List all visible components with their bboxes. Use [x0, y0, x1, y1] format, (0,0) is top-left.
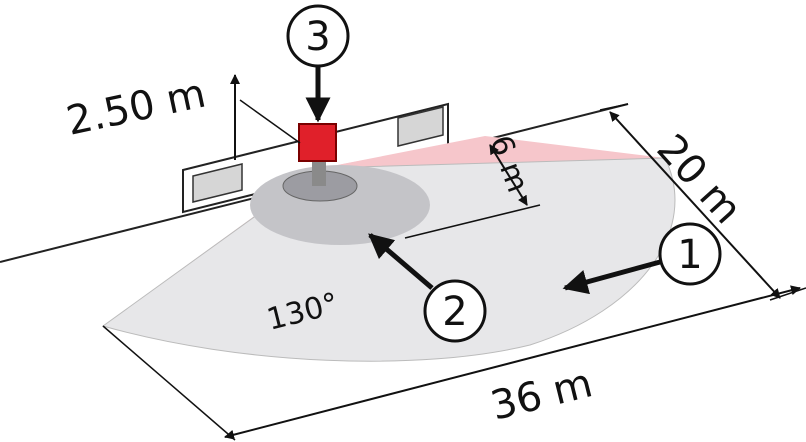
callout-2-number: 2 — [442, 289, 467, 335]
window-right — [397, 106, 444, 147]
height-dimension: 2.50 m — [63, 71, 301, 160]
callout-3: 3 — [286, 4, 350, 123]
sensor-post — [312, 160, 326, 186]
callout-3-number: 3 — [305, 14, 330, 60]
callout-1: 1 — [562, 222, 722, 295]
callout-1-number: 1 — [677, 232, 702, 278]
height-label: 2.50 m — [63, 71, 210, 145]
callout-2: 2 — [368, 233, 487, 343]
window-left — [192, 163, 243, 203]
sensor — [298, 123, 337, 162]
length-label: 36 m — [486, 360, 597, 429]
